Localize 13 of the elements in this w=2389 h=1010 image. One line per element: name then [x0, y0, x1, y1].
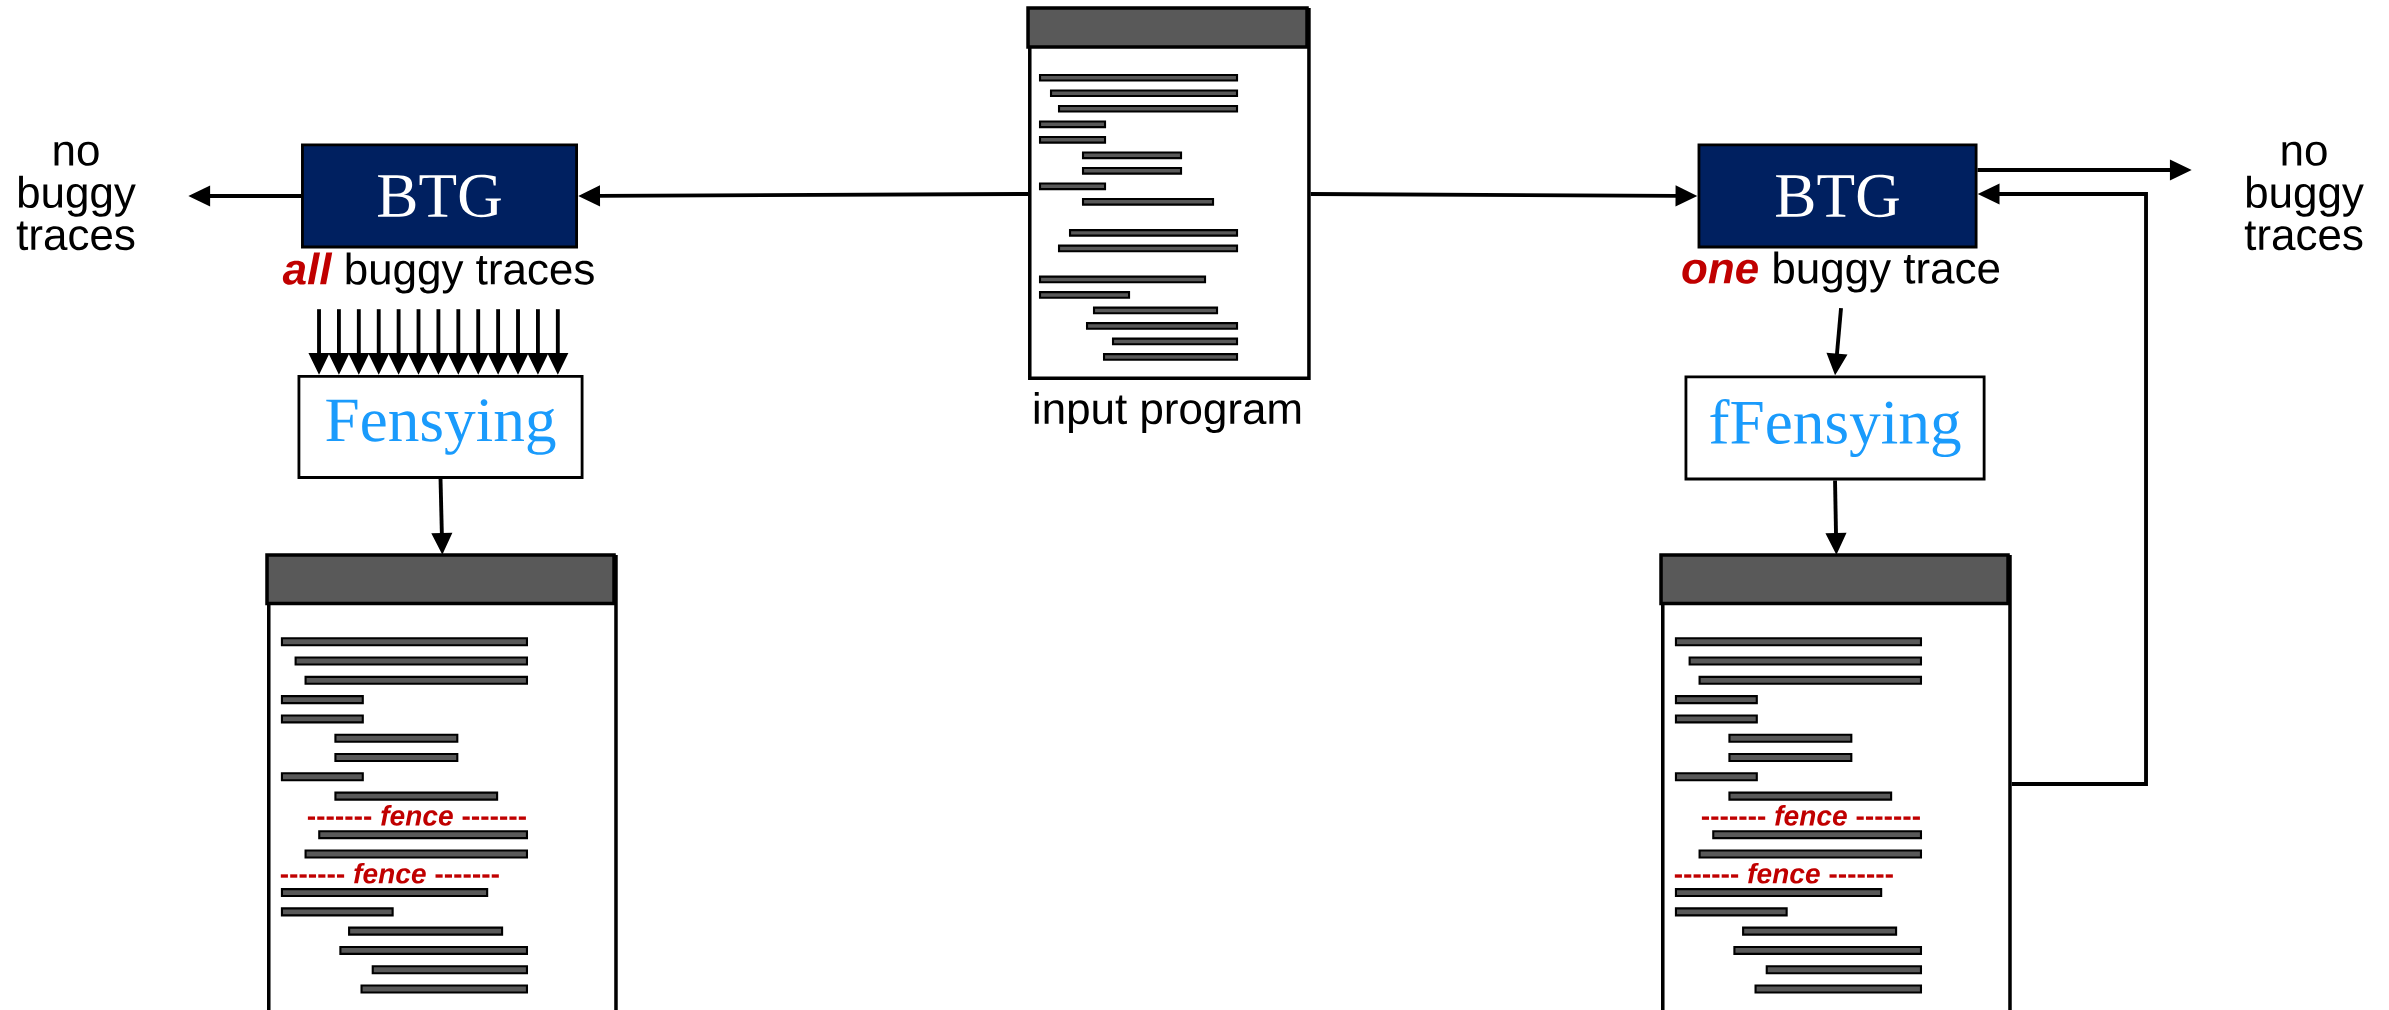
fence-label: ------- fence ------- — [280, 862, 499, 884]
fence-label: ------- fence ------- — [1701, 805, 1920, 826]
fence-label: ------- fence ------- — [1674, 862, 1893, 884]
process-box: BTG — [301, 143, 578, 249]
fence-label: ------- fence ------- — [307, 805, 526, 826]
text-label: no buggy traces — [16, 141, 136, 251]
node-label: input program — [1034, 392, 1301, 433]
process-box: fFensying — [1684, 375, 1986, 481]
process-box: BTG — [1697, 143, 1978, 249]
text-label: all buggy traces — [282, 252, 594, 294]
process-box: Fensying — [297, 375, 584, 479]
text-label: no buggy traces — [2244, 141, 2364, 251]
text-label: one buggy trace — [1682, 251, 2000, 293]
